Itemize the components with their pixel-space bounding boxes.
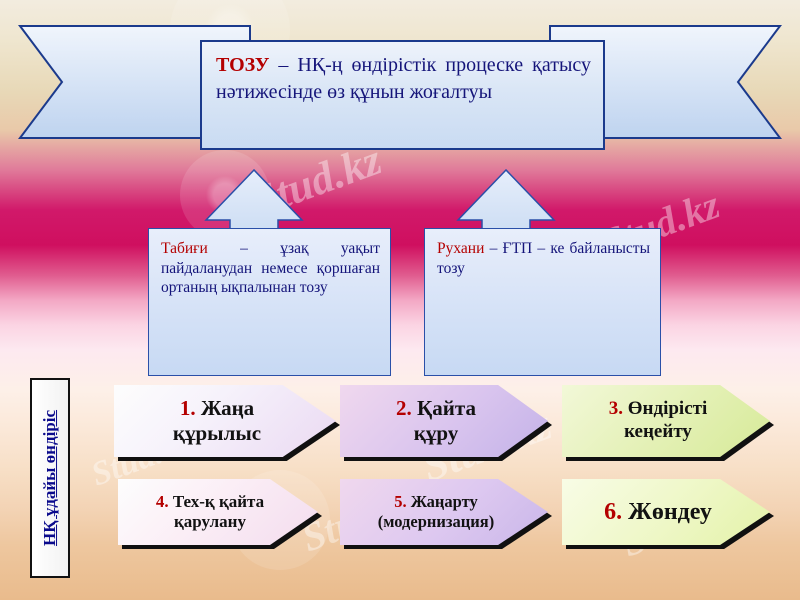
main-definition-text: ТОЗУ – НҚ-ң өндірістік процеске қатысу н… bbox=[216, 52, 591, 105]
step-5-number: 5. bbox=[394, 492, 407, 512]
step-4-number: 4. bbox=[155, 491, 169, 511]
vertical-label-reproduction: НҚ ұдайы өндіріс bbox=[30, 378, 70, 578]
natural-wear-lead: Табиғи bbox=[161, 240, 208, 257]
moral-wear-box: Рухани – ҒТП – ке байланысты тозу bbox=[424, 228, 661, 376]
moral-wear-lead: Рухани bbox=[437, 240, 485, 257]
banner-ribbon bbox=[18, 25, 782, 139]
natural-wear-body: – ұзақ уақыт пайдаланудан немесе қоршаға… bbox=[161, 240, 380, 297]
keyword-tozu: ТОЗУ bbox=[216, 54, 270, 76]
vertical-label-text: НҚ ұдайы өндіріс bbox=[40, 409, 59, 547]
natural-wear-text: Табиғи – ұзақ уақыт пайдаланудан немесе … bbox=[161, 239, 380, 298]
main-definition-body: – НҚ-ң өндірістік процеске қатысу нәтиже… bbox=[216, 54, 591, 103]
moral-wear-body: – ҒТП – ке байланысты тозу bbox=[437, 240, 650, 277]
step-5-label: Жаңарту(модернизация) bbox=[377, 492, 495, 531]
step-6-arrow: 6. Жөндеу bbox=[562, 479, 770, 545]
step-3-number: 3. bbox=[608, 398, 623, 420]
main-definition-box: ТОЗУ – НҚ-ң өндірістік процеске қатысу н… bbox=[200, 40, 605, 150]
step-5-arrow: 5. Жаңарту(модернизация) bbox=[340, 479, 548, 545]
natural-wear-box: Табиғи – ұзақ уақыт пайдаланудан немесе … bbox=[148, 228, 391, 376]
step-2-number: 2. bbox=[396, 395, 412, 420]
step-1-number: 1. bbox=[179, 395, 196, 420]
moral-wear-text: Рухани – ҒТП – ке байланысты тозу bbox=[437, 239, 650, 278]
step-6-number: 6. bbox=[604, 498, 623, 525]
step-6-label: Жөндеу bbox=[628, 498, 712, 525]
